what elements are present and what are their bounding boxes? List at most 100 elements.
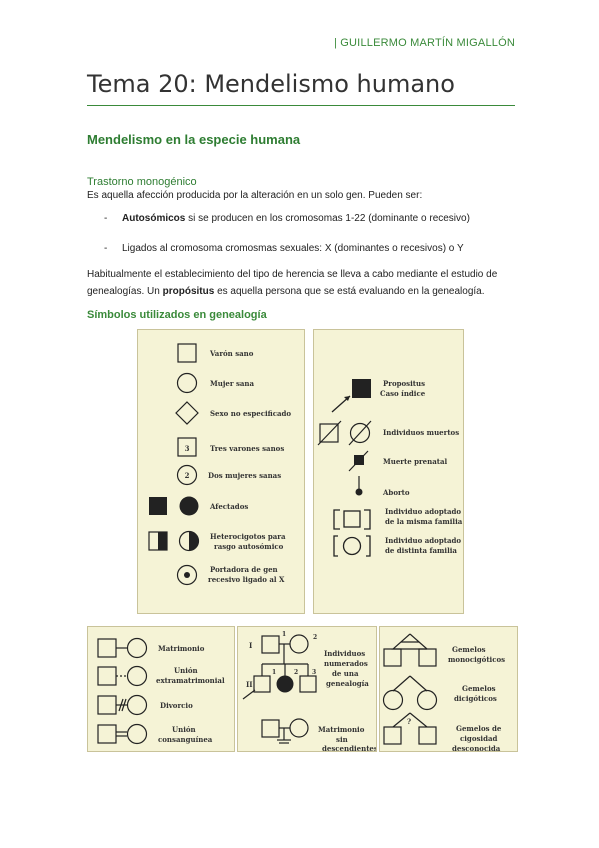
label: Sexo no especificado	[210, 409, 291, 418]
label: Gemelos	[452, 645, 486, 654]
symbols-figure-basic: 3 2 Varón sano Mujer sana Sexo no especi…	[148, 343, 291, 586]
label: Dos mujeres sanas	[208, 471, 281, 480]
label: Varón sano	[209, 349, 254, 358]
three-count: 3	[185, 444, 190, 453]
label: Muerte prenatal	[383, 457, 448, 466]
symbols-panel-status: Propositus Caso índice Individuos muerto…	[313, 329, 464, 614]
label: Individuos muertos	[383, 428, 459, 437]
di-twins-branch-icon	[409, 675, 428, 692]
page-title: Tema 20: Mendelismo humano	[87, 70, 455, 98]
symbols-figure-unions: Matrimonio Unión extramatrimonial Divorc…	[97, 637, 225, 745]
carrier-dot	[184, 572, 190, 578]
twin-female-icon	[416, 689, 438, 711]
union-male-icon	[97, 724, 117, 744]
individual-number: 1	[282, 631, 286, 638]
unknown-twins-branch-icon	[409, 712, 428, 728]
deceased-slash-icon	[317, 420, 342, 446]
symbols-panel-unions: Matrimonio Unión extramatrimonial Divorc…	[87, 626, 235, 752]
two-females-icon	[176, 464, 198, 486]
zygosity-unknown-mark: ?	[407, 717, 411, 726]
paragraph-line-1: Habitualmente el establecimiento del tip…	[87, 269, 498, 280]
di-twins-branch-icon	[392, 675, 411, 692]
bullet-dash: -	[104, 243, 108, 254]
label: Portadora de gen	[210, 565, 278, 574]
label: genealogía	[326, 679, 369, 688]
para-text: es aquella persona que se está evaluando…	[214, 286, 485, 297]
union-female-icon	[126, 665, 148, 687]
label: Matrimonio	[318, 725, 365, 734]
adopted-bracket-icon	[366, 535, 371, 557]
symbols-panel-basic: 3 2 Varón sano Mujer sana Sexo no especi…	[137, 329, 305, 614]
union-female-icon	[126, 694, 148, 716]
generation-label: II	[246, 680, 253, 689]
abortion-icon	[355, 488, 363, 496]
childless-male-icon	[261, 719, 280, 738]
union-female-icon	[126, 723, 148, 745]
label: Individuo adoptado	[385, 536, 461, 545]
label: Tres varones sanos	[210, 444, 284, 453]
adopted-bracket-icon	[364, 509, 371, 530]
symbols-figure-twins: ? Gemelos monocigóticos Gemelos dicigóti…	[382, 633, 505, 753]
label: descendientes	[322, 744, 376, 751]
label: Gemelos	[462, 684, 496, 693]
affected-female-icon	[179, 496, 199, 516]
deceased-male-icon	[319, 423, 339, 443]
carrier-female-icon	[176, 564, 198, 586]
symbols-panel-twins: ? Gemelos monocigóticos Gemelos dicigóti…	[379, 626, 518, 753]
symbols-heading: Símbolos utilizados en genealogía	[87, 309, 267, 321]
title-rule	[87, 105, 515, 106]
label: cigosidad	[460, 734, 498, 743]
individual-number: 1	[272, 669, 276, 676]
divorce-slash-icon	[121, 698, 127, 712]
bullet-ligados: -Ligados al cromosoma cromosmas sexuales…	[104, 243, 464, 254]
label: extramatrimonial	[156, 676, 225, 685]
union-female-icon	[126, 637, 148, 659]
heterozygous-female-fill	[189, 531, 199, 551]
healthy-male-icon	[177, 343, 197, 363]
proposito-term: propósitus	[162, 286, 215, 297]
pedigree-male-icon	[253, 675, 271, 693]
unspecified-sex-icon	[175, 401, 199, 425]
propositus-icon	[352, 379, 371, 398]
bullet-text: si se producen en los cromosomas 1-22 (d…	[185, 213, 470, 224]
label: de una	[332, 669, 359, 678]
divorce-slash-icon	[118, 698, 124, 712]
label: sin	[336, 735, 348, 744]
individual-number: 2	[294, 669, 298, 676]
pedigree-female-icon	[289, 634, 309, 654]
symbols-figure-status: Propositus Caso índice Individuos muerto…	[317, 379, 463, 557]
adopted-female-icon	[342, 536, 362, 556]
para-text: genealogías. Un	[87, 286, 163, 297]
label: monocigóticos	[448, 655, 505, 664]
label: de la misma familia	[385, 517, 463, 526]
author-header: | GUILLERMO MARTÍN MIGALLÓN	[333, 37, 515, 49]
adopted-bracket-icon	[333, 509, 340, 530]
heterozygous-male-fill	[158, 532, 167, 550]
pedigree-affected-female-icon	[276, 675, 294, 693]
individual-number: 3	[312, 669, 316, 676]
label: Heterocigotos para	[210, 532, 286, 541]
label: Afectados	[209, 502, 248, 511]
label: Propositus	[383, 379, 425, 388]
label: Individuo adoptado	[385, 507, 461, 516]
label: de distinta familia	[385, 546, 457, 555]
deceased-slash-icon	[348, 420, 372, 446]
label: Matrimonio	[158, 644, 205, 653]
prenatal-slash-icon	[348, 450, 369, 472]
deceased-female-icon	[349, 422, 371, 444]
section-heading: Mendelismo en la especie humana	[87, 132, 301, 147]
label: Unión	[172, 725, 196, 734]
union-male-icon	[97, 666, 117, 686]
bullet-autosomicos: -Autosómicos si se producen en los cromo…	[104, 213, 470, 224]
twin-male-icon	[418, 648, 437, 667]
affected-male-icon	[149, 497, 167, 515]
label: recesivo ligado al X	[208, 575, 285, 584]
label: Gemelos de	[456, 724, 502, 733]
adopted-bracket-icon	[333, 535, 338, 557]
subsection-heading: Trastorno monogénico	[87, 176, 197, 188]
healthy-female-icon	[176, 372, 198, 394]
childless-female-icon	[289, 718, 309, 738]
symbols-figure-numbering: I II 1 2 1 2 3 Individuos numerados de u…	[242, 631, 378, 753]
union-male-icon	[97, 638, 117, 658]
arrow-head-icon	[344, 396, 350, 401]
